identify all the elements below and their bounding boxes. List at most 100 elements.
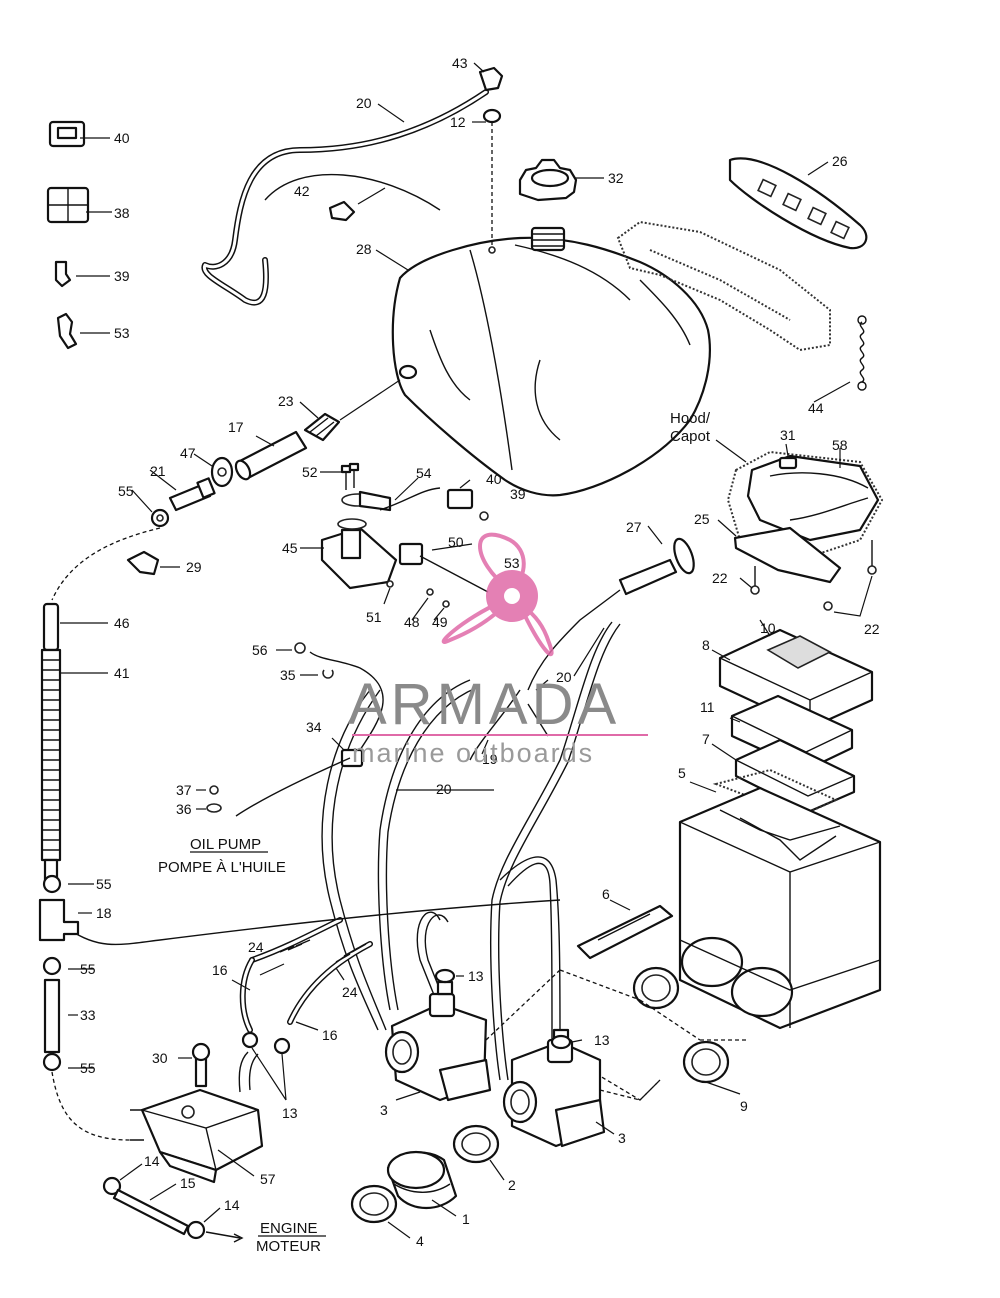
callout-52: 52: [302, 464, 318, 480]
hood-assembly: [726, 450, 884, 611]
fuel-hose-17: [234, 430, 308, 481]
carburetor-right: [502, 1028, 606, 1148]
left-fuel-line: [38, 527, 161, 1141]
terminal-53: [56, 312, 78, 350]
callout-58: 58: [832, 437, 848, 453]
intake-boot: [386, 1150, 458, 1209]
callout-14-upper: 14: [144, 1153, 160, 1169]
fuel-line-15: [102, 1176, 244, 1243]
engine-label-en: ENGINE: [260, 1220, 318, 1237]
callout-15: 15: [180, 1175, 196, 1191]
fuel-tank: [391, 226, 711, 497]
callout-39-center: 39: [510, 486, 526, 502]
callout-6: 6: [602, 886, 610, 902]
callout-54: 54: [416, 465, 432, 481]
clamp-2: [452, 1124, 500, 1164]
callout-4: 4: [416, 1233, 424, 1249]
callout-24-lower: 24: [342, 984, 358, 1000]
callout-20-top: 20: [356, 95, 372, 111]
callout-55-top: 55: [118, 483, 134, 499]
vent-hose-top: [201, 66, 504, 306]
carburetor-left: [384, 980, 492, 1102]
seal-ring-lower: [682, 1040, 730, 1084]
callout-43: 43: [452, 55, 468, 71]
callout-45: 45: [282, 540, 298, 556]
bracket-6: [576, 904, 674, 960]
oil-pump-cable: [206, 642, 384, 817]
fuel-lines-center: [69, 621, 621, 1081]
callout-22-right: 22: [864, 621, 880, 637]
clamp-13-right: [550, 1034, 572, 1050]
clamp-55-top: [150, 508, 170, 528]
fuel-pump: [130, 1042, 264, 1184]
callout-23: 23: [278, 393, 294, 409]
hood-label-en: Hood/: [670, 410, 711, 427]
callout-11: 11: [700, 699, 715, 715]
callout-16-right: 16: [322, 1027, 338, 1043]
callout-55-b: 55: [96, 876, 112, 892]
fuel-filter: [210, 456, 234, 488]
callout-13-top: 13: [468, 968, 484, 984]
connector-38: [46, 186, 90, 224]
callout-30: 30: [152, 1050, 168, 1066]
air-filter-stack: [712, 628, 874, 818]
callout-16-left: 16: [212, 962, 228, 978]
callout-5: 5: [678, 765, 686, 781]
callout-35: 35: [280, 667, 296, 683]
callout-2: 2: [508, 1177, 516, 1193]
oil-pump-label-en: OIL PUMP: [190, 836, 261, 853]
callout-21: 21: [150, 463, 166, 479]
callout-17: 17: [228, 419, 244, 435]
air-box: [678, 786, 882, 1030]
armada-watermark: ARMADA marine outboards: [348, 532, 648, 768]
callout-40-center: 40: [486, 471, 502, 487]
callout-53-center: 53: [504, 555, 520, 571]
callout-36: 36: [176, 801, 192, 817]
fuel-cap: [518, 158, 578, 202]
callout-26: 26: [832, 153, 848, 169]
callout-56: 56: [252, 642, 268, 658]
callout-38: 38: [114, 205, 130, 221]
watermark-tagline: marine outboards: [352, 738, 594, 768]
callout-53-left: 53: [114, 325, 130, 341]
callout-13-right: 13: [594, 1032, 610, 1048]
callout-57: 57: [260, 1171, 276, 1187]
callout-44: 44: [808, 400, 824, 416]
callout-29: 29: [186, 559, 202, 575]
clamp-13-top: [434, 968, 456, 984]
fitting-21: [168, 477, 216, 512]
callout-9: 9: [740, 1098, 748, 1114]
callout-31: 31: [780, 427, 796, 443]
callout-41: 41: [114, 665, 130, 681]
gasket-strip: [728, 157, 868, 250]
callout-55-d: 55: [80, 1060, 96, 1076]
callout-32: 32: [608, 170, 624, 186]
callout-8: 8: [702, 637, 710, 653]
fuel-pickup: [303, 379, 401, 442]
callout-leaders: [60, 62, 873, 1239]
callout-20-center: 20: [436, 781, 452, 797]
callout-37: 37: [176, 782, 192, 798]
hood-label-fr: Capot: [670, 428, 711, 445]
callout-39-left: 39: [114, 268, 130, 284]
tension-spring: [857, 315, 867, 391]
callout-20-mid: 20: [556, 669, 572, 685]
callout-13-pump: 13: [282, 1105, 298, 1121]
callout-25: 25: [694, 511, 710, 527]
hose-clamps-13-left: [241, 1031, 291, 1055]
callout-14-lower: 14: [224, 1197, 240, 1213]
callout-12: 12: [450, 114, 466, 130]
primer-line-50: [398, 542, 489, 608]
oil-pump-label-fr: POMPE À L'HUILE: [158, 859, 286, 876]
callout-28: 28: [356, 241, 372, 257]
connector-40: [48, 120, 86, 148]
tank-support-outline: [616, 220, 831, 352]
callout-7: 7: [702, 731, 710, 747]
callout-19: 19: [482, 751, 498, 767]
callout-33: 33: [80, 1007, 96, 1023]
callout-1: 1: [462, 1211, 470, 1227]
callout-24-upper: 24: [248, 939, 264, 955]
seal-ring-upper: [632, 966, 680, 1010]
callout-10: 10: [760, 620, 776, 636]
